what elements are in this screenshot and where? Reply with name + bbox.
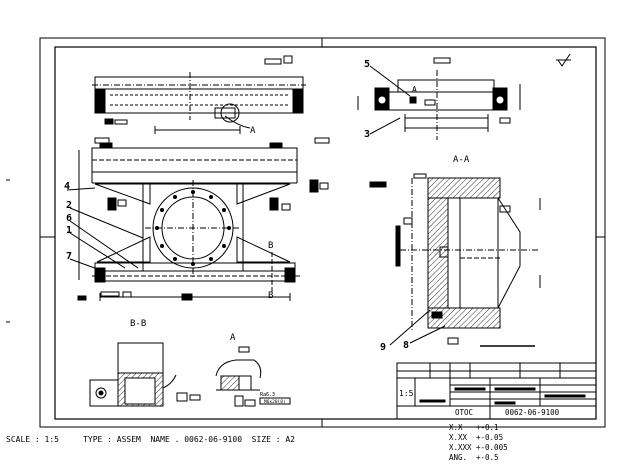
section-bb xyxy=(89,342,201,407)
inner-frame xyxy=(54,46,597,420)
title-block-drawing-no: 0062-06-9100 xyxy=(505,408,560,417)
top-view xyxy=(92,55,306,134)
weld-symbols xyxy=(107,179,329,211)
bolt-holes xyxy=(155,190,231,266)
tolerance-table: X.X +-0.1 X.XX +-0.05 X.XXX +-0.005 ANG.… xyxy=(449,423,508,462)
tolerance-key-2: X.XX xyxy=(449,433,468,442)
centering-marks xyxy=(40,38,605,427)
detail-title-a: A xyxy=(230,333,236,343)
tolerance-value-2: +-0.05 xyxy=(476,433,503,442)
front-view xyxy=(77,137,330,301)
balloon-5: 5 xyxy=(364,59,370,70)
title-block-code: OTOC xyxy=(455,408,473,417)
title-block xyxy=(396,362,597,420)
balloon-4: 4 xyxy=(64,181,70,192)
tolerance-value-1: +-0.1 xyxy=(476,423,499,432)
detail-note-bolt: M6x20(8) xyxy=(264,399,286,405)
balloon-2: 2 xyxy=(66,200,72,211)
fold-marks xyxy=(6,179,10,323)
footer-info: SCALE : 1:5 TYPE : ASSEM NAME . 0062-06-… xyxy=(6,435,295,444)
balloon-1: 1 xyxy=(66,225,72,236)
tolerance-value-4: +-0.5 xyxy=(476,453,499,462)
side-view xyxy=(357,57,521,140)
tolerance-key-4: ANG. xyxy=(449,453,467,462)
section-arrow-a-top: A xyxy=(250,126,256,136)
section-title-bb: B-B xyxy=(130,319,146,329)
cut-label-b-lower: B xyxy=(268,291,273,301)
section-arrow-a-side: A xyxy=(412,85,417,94)
balloon-9: 9 xyxy=(380,342,386,353)
section-aa xyxy=(369,173,541,347)
roughness-symbol xyxy=(556,53,571,67)
cut-label-b-upper: B xyxy=(268,241,273,251)
balloon-8: 8 xyxy=(403,340,409,351)
balloon-3: 3 xyxy=(364,129,370,140)
tolerance-key-3: X.XXX xyxy=(449,443,472,452)
detail-a xyxy=(215,346,291,407)
leader-lines xyxy=(66,187,144,271)
balloon-7: 7 xyxy=(66,251,72,262)
title-block-scale: 1:5 xyxy=(399,389,414,398)
detail-note-ra: Ra6.3 xyxy=(260,392,275,398)
tolerance-key-1: X.X xyxy=(449,423,463,432)
section-title-aa: A-A xyxy=(453,155,470,165)
section-aa-leaders xyxy=(389,309,446,346)
side-view-leaders xyxy=(369,65,411,135)
balloon-6: 6 xyxy=(66,213,72,224)
tolerance-value-3: +-0.005 xyxy=(476,443,508,452)
